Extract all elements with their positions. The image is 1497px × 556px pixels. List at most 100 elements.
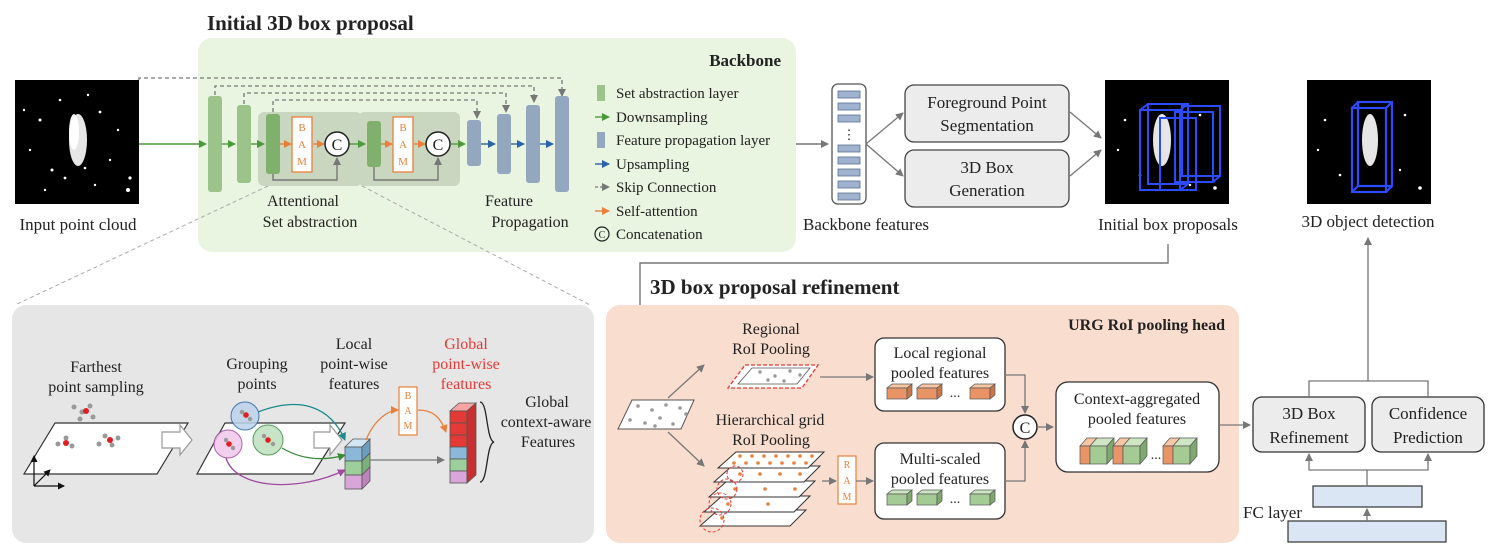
fp-layer-2 [497, 114, 511, 174]
legend-label-1: Downsampling [616, 110, 708, 126]
svg-text:B: B [399, 122, 406, 134]
svg-text:A: A [404, 406, 412, 417]
legend-label-0: Set abstraction layer [616, 86, 738, 102]
local-feat-label-1: Local [336, 336, 373, 353]
fps-to-group-arrow [161, 423, 193, 457]
zoom-line-left [14, 185, 269, 306]
roi-input-plane [617, 399, 695, 430]
input-to-regional-arrow [667, 364, 705, 399]
fc-layer-bottom [1287, 520, 1447, 543]
svg-text:Context-aggregated: Context-aggregated [1074, 391, 1200, 408]
regional-label-1: Regional [742, 321, 800, 338]
global-pw-label-2: point-wise [432, 356, 500, 373]
bam-block-2: B A M [392, 116, 414, 173]
urg-title: URG RoI pooling head [1068, 317, 1225, 334]
sa-layer-4 [367, 121, 381, 167]
svg-text:A: A [843, 476, 851, 487]
feature-to-heads-arrows [865, 111, 1102, 177]
regional-label-2: RoI Pooling [732, 341, 810, 358]
sa-layer-2 [237, 105, 251, 183]
fps-label-2: point sampling [48, 379, 144, 396]
detail-bam-block: B A M [398, 386, 418, 436]
detection-label: 3D object detection [1301, 212, 1435, 231]
svg-text:C: C [599, 230, 606, 241]
attentional-sa-label-2: Set abstraction [263, 214, 358, 231]
legend-green-bar [597, 85, 605, 101]
feature-prop-label-2: Propagation [491, 214, 568, 231]
svg-text:Generation: Generation [949, 181, 1025, 200]
grouping-curves [225, 404, 346, 486]
backbone-features-label: Backbone features [803, 215, 929, 234]
set-abstraction-layers [208, 96, 381, 192]
detection-points [1316, 113, 1422, 190]
local-to-concat-arrow [1005, 374, 1029, 414]
concat-circle-1: C [324, 131, 350, 157]
svg-text:C: C [433, 137, 444, 154]
svg-text:B: B [298, 122, 305, 134]
local-regional-pooled-box: Local regional pooled features ... [874, 337, 1006, 412]
bam-to-global-arrow [417, 409, 448, 433]
svg-text:pooled features: pooled features [891, 471, 989, 488]
box-generation-box: 3D Box Generation [904, 149, 1070, 208]
svg-text:Prediction: Prediction [1393, 428, 1463, 447]
zoom-line-right [361, 185, 591, 306]
sa-layer-1 [208, 96, 222, 192]
svg-text:...: ... [1151, 448, 1162, 463]
legend-label-5: Self-attention [616, 204, 698, 220]
svg-text:Foreground Point: Foreground Point [927, 93, 1047, 112]
gcaf-label-1: Global [525, 394, 569, 411]
proposal-points [1116, 113, 1217, 190]
fp-layer-3 [526, 105, 540, 183]
svg-text:Multi-scaled: Multi-scaled [900, 451, 981, 468]
fp-layer-4 [555, 96, 569, 192]
legend-label-4: Skip Connection [616, 180, 717, 196]
backbone-features-stack: ⋮ [831, 83, 867, 205]
svg-text:B: B [405, 391, 412, 402]
attentional-sa-label-1: Attentional [267, 193, 340, 210]
hier-label-1: Hierarchical grid [716, 412, 825, 429]
ram-block: R A M [837, 455, 857, 505]
fc-arrows [1305, 453, 1432, 521]
global-pw-label-1: Global [444, 336, 488, 353]
context-aggregated-box: Context-aggregated pooled features ... [1055, 381, 1220, 473]
gcaf-label-3: Features [521, 434, 575, 451]
refinement-title: 3D box proposal refinement [650, 275, 899, 299]
fc-layer-top [1312, 485, 1423, 508]
svg-text:M: M [398, 156, 408, 168]
svg-text:3D Box: 3D Box [960, 158, 1014, 177]
initial-proposals-label: Initial box proposals [1098, 215, 1238, 234]
svg-text:C: C [332, 137, 343, 154]
heads-to-detection-arrows [1308, 237, 1429, 397]
svg-text:pooled features: pooled features [1088, 411, 1186, 428]
svg-text:Confidence: Confidence [1389, 404, 1467, 423]
input-label: Input point cloud [19, 215, 137, 234]
grouping-label-2: points [237, 376, 276, 393]
global-feature-stack [448, 402, 478, 484]
hier-label-2: RoI Pooling [732, 432, 810, 449]
global-pw-label-3: features [441, 376, 492, 393]
svg-text:A: A [298, 139, 306, 151]
sa-layer-3 [266, 114, 280, 174]
concat-circle-2: C [425, 131, 451, 157]
input-points [22, 93, 132, 192]
svg-text:R: R [844, 460, 851, 471]
grouping-label-1: Grouping [226, 356, 287, 373]
gcaf-label-2: context-aware [501, 414, 592, 431]
local-feat-label-3: features [329, 376, 380, 393]
fc-layer-label: FC layer [1243, 503, 1302, 522]
gcaf-brace [479, 401, 495, 483]
group-to-local-arrow [313, 423, 343, 457]
multi-scaled-pooled-box: Multi-scaled pooled features ... [874, 442, 1006, 520]
features-ellipsis: ⋮ [843, 127, 856, 142]
hier-grid-points [720, 454, 814, 520]
svg-text:Local regional: Local regional [894, 345, 987, 362]
svg-text:M: M [404, 421, 413, 432]
detection-box [1350, 100, 1394, 194]
backbone-flow-arrows [139, 140, 554, 181]
proposal-boxes [1139, 103, 1221, 191]
legend-blue-bar [597, 132, 605, 148]
multi-to-concat-arrow [1005, 440, 1029, 482]
fps-plane [22, 403, 190, 490]
